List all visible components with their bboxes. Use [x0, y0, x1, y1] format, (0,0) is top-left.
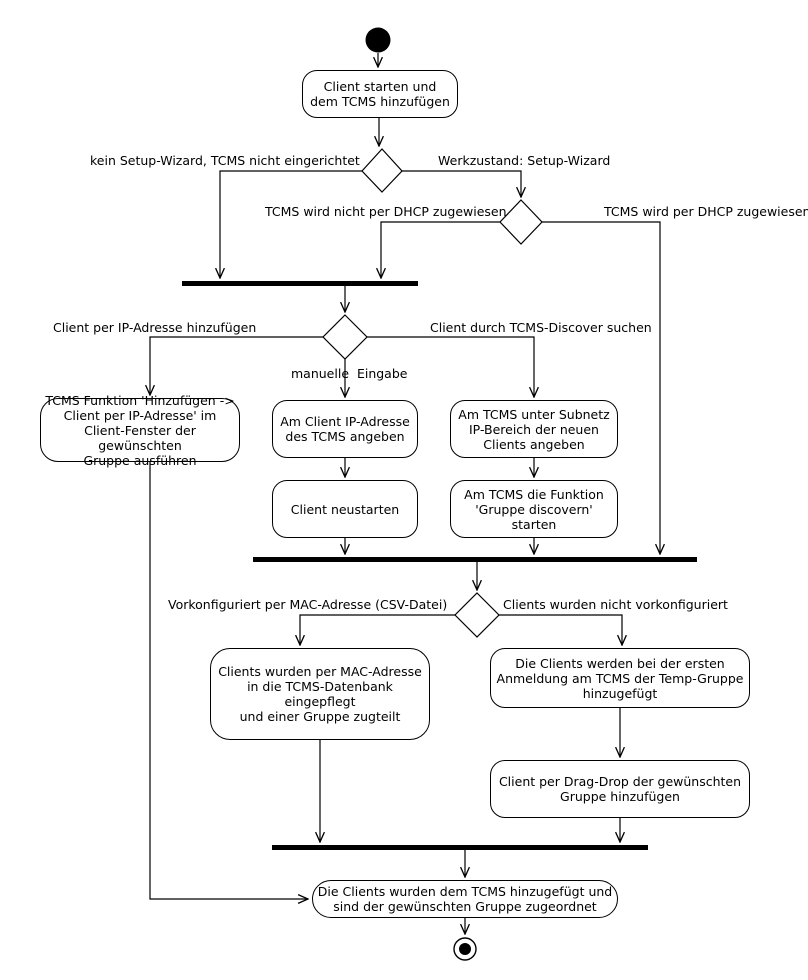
edge-dhcp-branch	[542, 221, 660, 554]
join-bar-3	[272, 845, 648, 850]
activity-temp-group: Die Clients werden bei der ersten Anmeld…	[490, 648, 750, 708]
label-setup-wizard: Werkzustand: Setup-Wizard	[438, 153, 611, 168]
label-no-dhcp: TCMS wird nicht per DHCP zugewiesen	[265, 204, 507, 219]
label-by-discover: Client durch TCMS-Discover suchen	[430, 320, 652, 335]
edge-addbyip-to-final	[149, 462, 308, 899]
label-no-setup-wizard: kein Setup-Wizard, TCMS nicht eingericht…	[90, 153, 360, 168]
activity-mac-database: Clients wurden per MAC-Adresse in die TC…	[210, 648, 430, 740]
decision-add-method	[322, 314, 368, 360]
decision-preconfigured	[454, 592, 500, 638]
edge-wizard-branch	[402, 170, 521, 197]
edge-by-discover-branch	[367, 336, 534, 397]
activity-add-by-ip: TCMS Funktion 'Hinzufügen -> Client per …	[40, 393, 240, 468]
edge-mac-branch	[300, 614, 455, 645]
decision-setup-wizard	[361, 148, 403, 193]
label-manual-entry: manuelle Eingabe	[291, 366, 408, 381]
activity-drag-drop: Client per Drag-Drop der gewünschten Gru…	[490, 760, 750, 818]
activity-client-restart: Client neustarten	[272, 480, 418, 538]
activity-subnet-entry: Am TCMS unter Subnetz IP-Bereich der neu…	[450, 400, 618, 458]
decision-dhcp	[499, 199, 543, 245]
edge-by-ip-branch	[150, 336, 323, 395]
end-node-inner	[459, 943, 471, 955]
label-dhcp: TCMS wird per DHCP zugewiesen	[604, 204, 808, 219]
label-mac-csv: Vorkonfiguriert per MAC-Adresse (CSV-Dat…	[168, 597, 448, 612]
activity-client-start: Client starten und dem TCMS hinzufügen	[302, 70, 458, 118]
label-by-ip: Client per IP-Adresse hinzufügen	[53, 320, 257, 335]
join-bar-2	[253, 557, 697, 562]
edge-no-dhcp-branch	[381, 221, 500, 278]
label-not-preconfigured: Clients wurden nicht vorkonfiguriert	[503, 597, 728, 612]
activity-ip-entry: Am Client IP-Adresse des TCMS angeben	[272, 400, 418, 458]
edge-not-preconf-branch	[499, 614, 622, 645]
activity-group-discover: Am TCMS die Funktion 'Gruppe discovern' …	[450, 480, 618, 538]
join-bar-1	[182, 281, 418, 286]
edge-no-wizard-branch	[220, 170, 362, 278]
start-node	[365, 27, 391, 53]
activity-final: Die Clients wurden dem TCMS hinzugefügt …	[312, 880, 618, 918]
